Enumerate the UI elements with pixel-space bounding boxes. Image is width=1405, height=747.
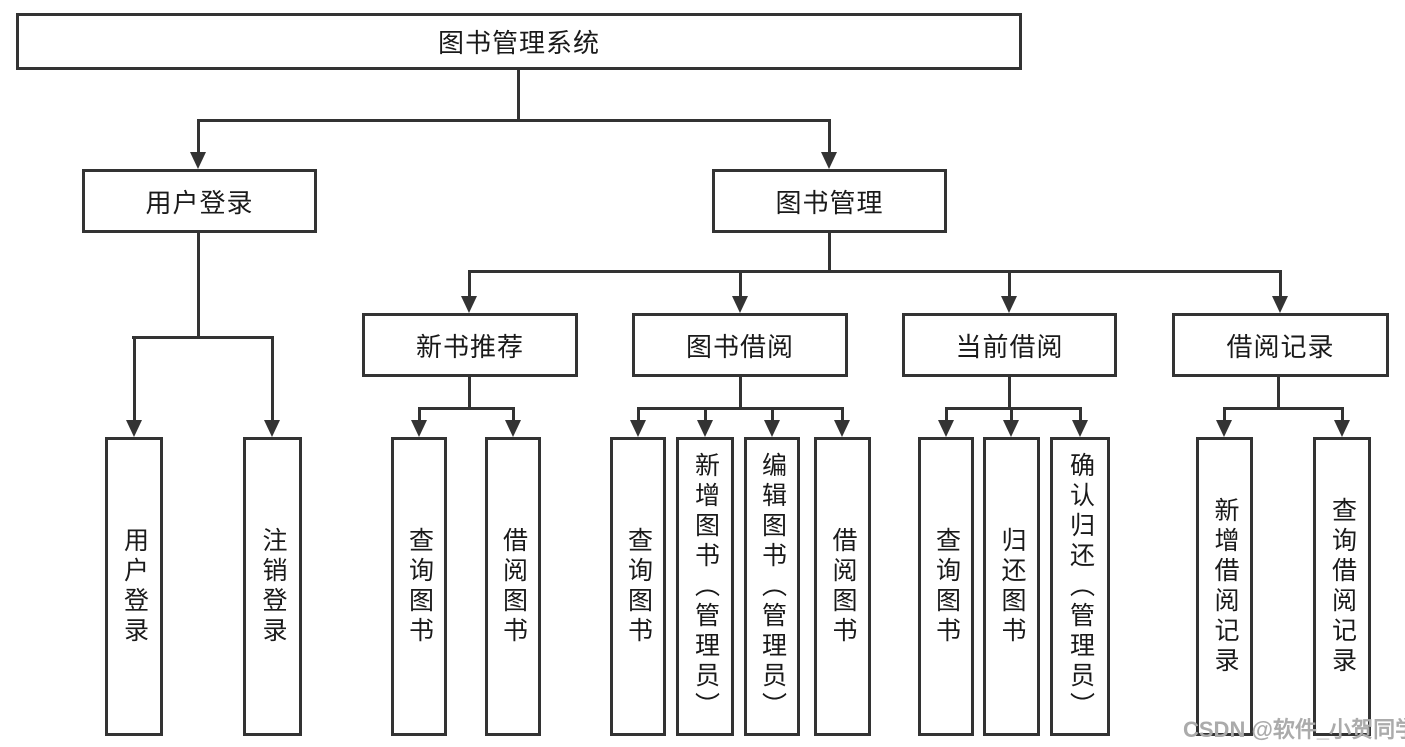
arrow-down-icon [1003, 420, 1019, 437]
arrow-down-icon [834, 420, 850, 437]
leaf-recommend-query-books-label: 查询图书 [405, 526, 434, 647]
connector-borrow-records-hline [1223, 407, 1344, 410]
connector-book-borrow-hline [637, 407, 844, 410]
group-new-book-recommend-label: 新书推荐 [415, 331, 524, 362]
connector-recommend-hline [418, 407, 515, 410]
connector-drop-leaf [418, 407, 421, 422]
connector-recommend-stem [468, 377, 471, 410]
leaf-borrow-books-label: 借阅图书 [829, 526, 857, 647]
branch-book-management-label: 图书管理 [775, 187, 884, 218]
leaf-node-logout: 注销登录 [243, 437, 302, 736]
leaf-node-borrow-query-books: 查询图书 [610, 437, 666, 736]
connector-drop-new-book-recommend [468, 270, 471, 298]
connector-drop-leaf [1010, 407, 1013, 422]
leaf-edit-books-admin-label: 编辑图书（管理员） [758, 451, 787, 722]
connector-drop-leaf [704, 407, 707, 422]
leaf-node-recommend-query-books: 查询图书 [391, 437, 447, 736]
connector-drop-leaf [1223, 407, 1226, 422]
connector-drop-book-management [828, 119, 831, 154]
leaf-node-user-login: 用户登录 [105, 437, 163, 736]
connector-drop-leaf [512, 407, 515, 422]
connector-drop-leaf [841, 407, 844, 422]
connector-drop-leaf-user-login [133, 336, 136, 422]
leaf-node-edit-books-admin: 编辑图书（管理员） [744, 437, 800, 736]
root-node-library-system: 图书管理系统 [16, 13, 1022, 70]
leaf-borrow-query-books-label: 查询图书 [624, 526, 653, 647]
connector-root-hline [197, 119, 831, 122]
connector-drop-book-borrow [739, 270, 742, 298]
connector-drop-leaf [945, 407, 948, 422]
connector-borrow-records-stem [1277, 377, 1280, 410]
group-borrow-records-label: 借阅记录 [1226, 331, 1335, 362]
arrow-down-icon [764, 420, 780, 437]
connector-drop-leaf-logout [271, 336, 274, 422]
group-current-borrow-label: 当前借阅 [955, 331, 1064, 362]
connector-drop-leaf [771, 407, 774, 422]
arrow-down-icon [1272, 296, 1288, 313]
arrow-down-icon [1334, 420, 1350, 437]
leaf-node-return-books: 归还图书 [983, 437, 1040, 736]
arrow-down-icon [697, 420, 713, 437]
leaf-return-books-label: 归还图书 [998, 526, 1026, 647]
arrow-down-icon [630, 420, 646, 437]
leaf-add-books-admin-label: 新增图书（管理员） [691, 451, 720, 722]
connector-current-borrow-hline [945, 407, 1082, 410]
arrow-down-icon [461, 296, 477, 313]
leaf-node-borrow-books: 借阅图书 [814, 437, 871, 736]
leaf-user-login-label: 用户登录 [120, 526, 149, 647]
leaf-confirm-return-admin-label: 确认归还（管理员） [1066, 451, 1095, 722]
leaf-recommend-borrow-books-label: 借阅图书 [499, 526, 528, 647]
connector-user-login-hline [132, 336, 274, 339]
root-node-label: 图书管理系统 [437, 28, 600, 58]
connector-drop-leaf [637, 407, 640, 422]
arrow-down-icon [1216, 420, 1232, 437]
leaf-node-current-query-books: 查询图书 [918, 437, 974, 736]
connector-book-management-stem [828, 233, 831, 273]
arrow-down-icon [505, 420, 521, 437]
branch-node-book-management: 图书管理 [712, 169, 947, 233]
leaf-query-borrow-record-label: 查询借阅记录 [1328, 496, 1357, 677]
connector-drop-user-login [197, 119, 200, 154]
branch-node-user-login: 用户登录 [82, 169, 317, 233]
leaf-logout-label: 注销登录 [259, 526, 287, 647]
connector-drop-leaf [1341, 407, 1344, 422]
arrow-down-icon [821, 152, 837, 169]
connector-root-stem [517, 70, 520, 122]
connector-drop-current-borrow [1008, 270, 1011, 298]
connector-book-borrow-stem [739, 377, 742, 410]
arrow-down-icon [126, 420, 142, 437]
connector-book-management-hline [468, 270, 1282, 273]
branch-user-login-label: 用户登录 [145, 187, 254, 218]
leaf-current-query-books-label: 查询图书 [932, 526, 961, 647]
connector-current-borrow-stem [1008, 377, 1011, 410]
leaf-add-borrow-record-label: 新增借阅记录 [1211, 496, 1239, 677]
arrow-down-icon [1001, 296, 1017, 313]
leaf-node-recommend-borrow-books: 借阅图书 [485, 437, 541, 736]
arrow-down-icon [190, 152, 206, 169]
group-node-borrow-records: 借阅记录 [1172, 313, 1389, 377]
leaf-node-add-borrow-record: 新增借阅记录 [1196, 437, 1253, 736]
connector-drop-leaf [1079, 407, 1082, 422]
group-node-current-borrow: 当前借阅 [902, 313, 1117, 377]
group-node-new-book-recommend: 新书推荐 [362, 313, 578, 377]
arrow-down-icon [732, 296, 748, 313]
arrow-down-icon [411, 420, 427, 437]
arrow-down-icon [938, 420, 954, 437]
csdn-watermark: CSDN @软件_小贺同学 [1183, 717, 1405, 742]
arrow-down-icon [264, 420, 280, 437]
leaf-node-query-borrow-record: 查询借阅记录 [1313, 437, 1371, 736]
arrow-down-icon [1072, 420, 1088, 437]
connector-drop-borrow-records [1279, 270, 1282, 298]
connector-user-login-stem [197, 233, 200, 339]
group-node-book-borrow: 图书借阅 [632, 313, 848, 377]
group-book-borrow-label: 图书借阅 [685, 331, 794, 362]
leaf-node-confirm-return-admin: 确认归还（管理员） [1050, 437, 1110, 736]
leaf-node-add-books-admin: 新增图书（管理员） [676, 437, 734, 736]
